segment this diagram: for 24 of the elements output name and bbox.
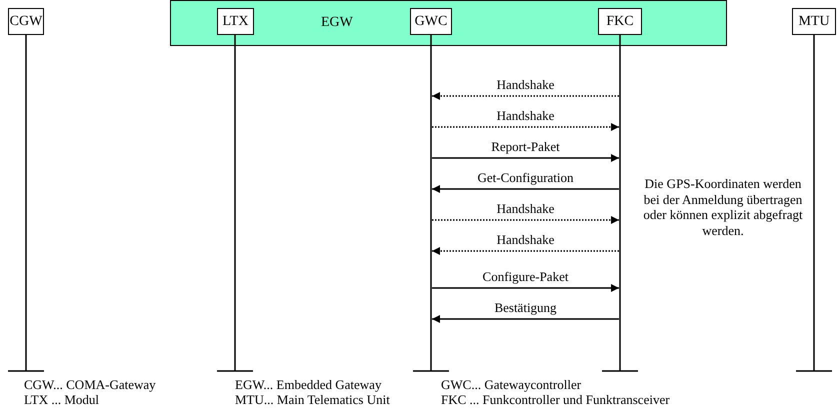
message-arrow	[432, 92, 619, 100]
abbreviation-key: EGW... Embedded Gateway	[235, 377, 382, 392]
message-arrow	[432, 284, 619, 292]
message-label: Handshake	[494, 232, 556, 247]
abbreviation-key: FKC ... Funkcontroller und Funktransceiver	[441, 392, 670, 407]
message-label: Report-Paket	[489, 139, 562, 154]
message-label: Handshake	[494, 201, 556, 216]
abbreviation-key: GWC... Gatewaycontroller	[441, 377, 582, 392]
message-label: Handshake	[494, 108, 556, 123]
message-arrow	[432, 315, 619, 323]
abbreviation-key: CGW... COMA-Gateway	[24, 377, 156, 392]
message-arrow	[432, 185, 619, 193]
message-arrow	[432, 154, 619, 162]
message-label: Get-Configuration	[475, 170, 576, 185]
message-arrow	[432, 216, 619, 224]
message-arrow	[432, 123, 619, 131]
message-label: Bestätigung	[492, 300, 559, 315]
message-arrow	[432, 247, 619, 255]
note-text: Die GPS-Koordinaten werden bei der Anmeldung übertragen oder können explizit abgefragt werden.	[642, 176, 804, 238]
message-label: Handshake	[494, 77, 556, 92]
message-label: Configure-Paket	[480, 269, 570, 284]
abbreviation-key: LTX ... Modul	[24, 392, 99, 407]
abbreviation-key: MTU... Main Telematics Unit	[235, 392, 390, 407]
group-title: EGW	[321, 15, 353, 31]
